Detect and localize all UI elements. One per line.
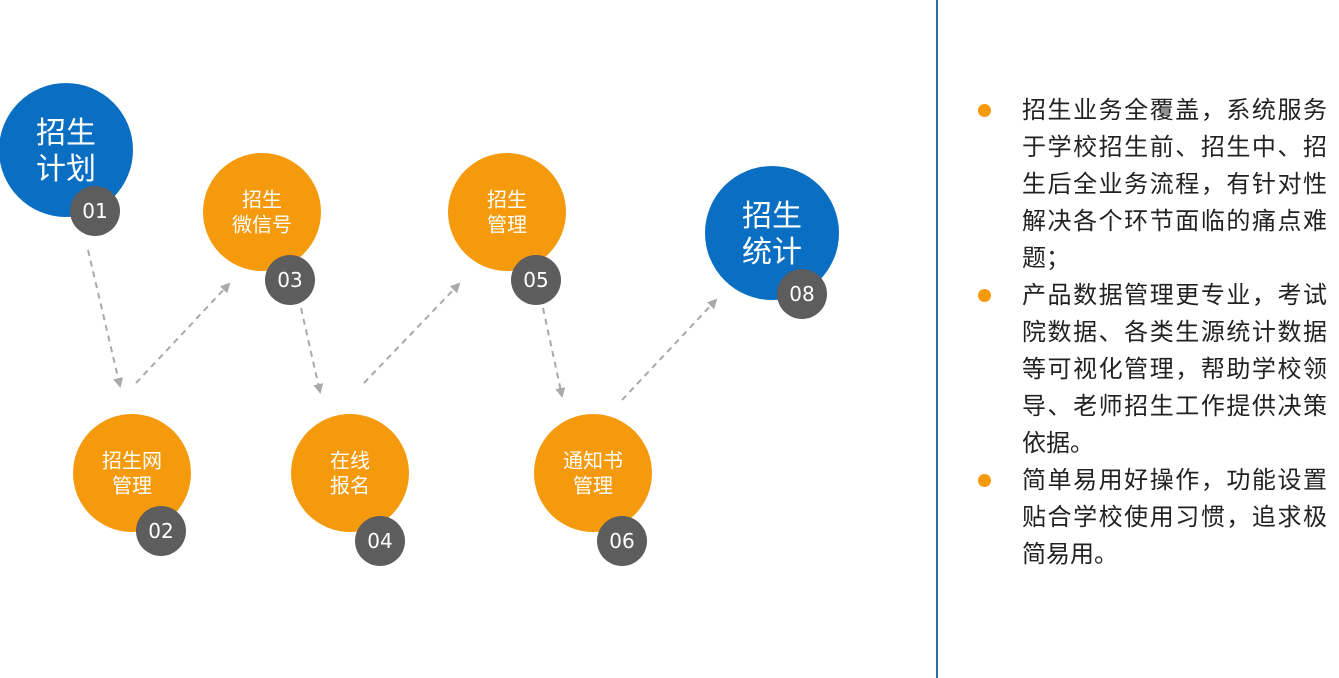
step-badge: [597, 516, 647, 566]
node-label-line: 招生: [487, 188, 527, 212]
node-label: 招生计划: [36, 116, 96, 187]
step-badge-number: 04: [367, 529, 392, 553]
step-badge: [777, 269, 827, 319]
bullet-dot-icon: [978, 289, 991, 302]
vertical-divider: [936, 0, 938, 678]
feature-item: 招生业务全覆盖，系统服务于学校招生前、招生中、招生后全业务流程，有针对性解决各个…: [975, 92, 1327, 277]
flow-arrow: [300, 307, 324, 394]
node-label-line: 招生: [742, 199, 802, 234]
feature-text: 简单易用好操作，功能设置贴合学校使用习惯，追求极简易用。: [1022, 466, 1327, 568]
node-label: 招生管理: [487, 188, 527, 237]
step-badge: [265, 255, 315, 305]
node-label-line: 管理: [487, 213, 527, 237]
node-label-line: 统计: [742, 235, 802, 270]
step-badge: [511, 255, 561, 305]
node-label: 招生统计: [742, 199, 802, 270]
process-node-08: 招生统计 08: [705, 166, 839, 319]
feature-text: 招生业务全覆盖，系统服务于学校招生前、招生中、招生后全业务流程，有针对性解决各个…: [1022, 96, 1327, 272]
step-badge-number: 08: [789, 282, 814, 306]
node-label: 招生网管理: [102, 449, 162, 498]
step-badge: [136, 506, 186, 556]
process-node-01: 招生计划 01: [0, 83, 133, 236]
feature-item: 产品数据管理更专业，考试院数据、各类生源统计数据等可视化管理，帮助学校领导、老师…: [975, 277, 1327, 462]
flow-arrow: [135, 282, 231, 384]
step-badge-number: 02: [148, 519, 173, 543]
process-node-02: 招生网管理 02: [73, 414, 191, 556]
node-label: 通知书管理: [563, 449, 623, 498]
node-circle: [448, 153, 566, 271]
process-node-04: 在线报名 04: [291, 414, 409, 566]
node-circle: [291, 414, 409, 532]
process-node-06: 通知书管理 06: [534, 414, 652, 566]
feature-list: 招生业务全覆盖，系统服务于学校招生前、招生中、招生后全业务流程，有针对性解决各个…: [975, 92, 1327, 573]
feature-item: 简单易用好操作，功能设置贴合学校使用习惯，追求极简易用。: [975, 462, 1327, 573]
node-label: 招生微信号: [232, 188, 292, 237]
node-circle: [705, 166, 839, 300]
flow-arrow: [87, 249, 124, 388]
flow-arrow: [542, 307, 566, 398]
node-label-line: 管理: [112, 474, 152, 498]
bullet-dot-icon: [978, 474, 991, 487]
node-circle: [73, 414, 191, 532]
node-circle: [203, 153, 321, 271]
node-label-line: 管理: [573, 474, 613, 498]
node-label-line: 计划: [36, 152, 96, 187]
step-badge-number: 03: [277, 268, 302, 292]
node-label-line: 报名: [330, 474, 370, 498]
node-label-line: 通知书: [563, 449, 623, 473]
node-label: 在线报名: [330, 449, 370, 498]
node-label-line: 招生: [242, 188, 282, 212]
step-badge: [70, 186, 120, 236]
process-node-05: 招生管理 05: [448, 153, 566, 305]
step-badge-number: 01: [82, 199, 107, 223]
node-label-line: 招生网: [102, 449, 162, 473]
node-circle: [534, 414, 652, 532]
step-badge-number: 06: [609, 529, 634, 553]
feature-text: 产品数据管理更专业，考试院数据、各类生源统计数据等可视化管理，帮助学校领导、老师…: [1022, 281, 1327, 457]
bullet-dot-icon: [978, 104, 991, 117]
process-node-03: 招生微信号 03: [203, 153, 321, 305]
node-label-line: 招生: [36, 116, 96, 151]
flow-arrow: [621, 298, 718, 401]
step-badge: [355, 516, 405, 566]
node-circle: [0, 83, 133, 217]
node-label-line: 微信号: [232, 213, 292, 237]
step-badge-number: 05: [523, 268, 548, 292]
flow-arrow: [363, 282, 461, 384]
process-flow-diagram: 招生计划01招生网管理02招生微信号03在线报名04招生管理05通知书管理06招…: [0, 83, 839, 566]
node-label-line: 在线: [330, 449, 370, 473]
